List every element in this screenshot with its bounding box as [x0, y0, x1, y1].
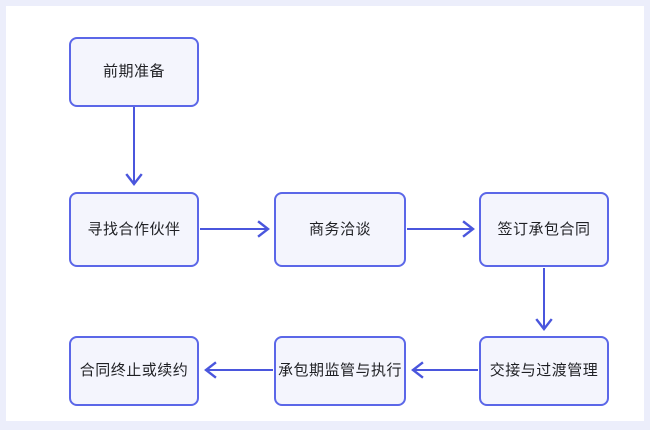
- edge-find-partner-to-negotiation: [200, 220, 270, 238]
- node-label: 商务洽谈: [308, 220, 371, 238]
- flowchart-canvas: 前期准备 寻找合作伙伴 商务洽谈 签订承包合同 交接与过渡管理 承包期监管与执行…: [6, 6, 644, 421]
- node-label: 合同终止或续约: [79, 362, 189, 379]
- node-label: 签订承包合同: [497, 220, 591, 238]
- node-label: 前期准备: [102, 63, 165, 80]
- node-label: 交接与过渡管理: [489, 362, 599, 379]
- node-sign-contract[interactable]: 签订承包合同: [479, 192, 609, 267]
- node-label: 寻找合作伙伴: [87, 220, 181, 238]
- edge-negotiation-to-sign-contract: [407, 220, 475, 238]
- edge-handover-to-supervision: [411, 361, 478, 379]
- edge-sign-contract-to-handover: [535, 268, 553, 331]
- edge-preparation-to-find-partner: [125, 107, 143, 186]
- node-label: 承包期监管与执行: [277, 362, 402, 379]
- node-business-negotiation[interactable]: 商务洽谈: [274, 192, 406, 267]
- node-contract-termination-or-renewal[interactable]: 合同终止或续约: [69, 336, 199, 406]
- edge-supervision-to-termination: [204, 361, 273, 379]
- node-contract-supervision[interactable]: 承包期监管与执行: [274, 336, 406, 406]
- node-preparation[interactable]: 前期准备: [69, 37, 199, 107]
- node-handover-transition[interactable]: 交接与过渡管理: [479, 336, 609, 406]
- node-find-partner[interactable]: 寻找合作伙伴: [69, 192, 199, 267]
